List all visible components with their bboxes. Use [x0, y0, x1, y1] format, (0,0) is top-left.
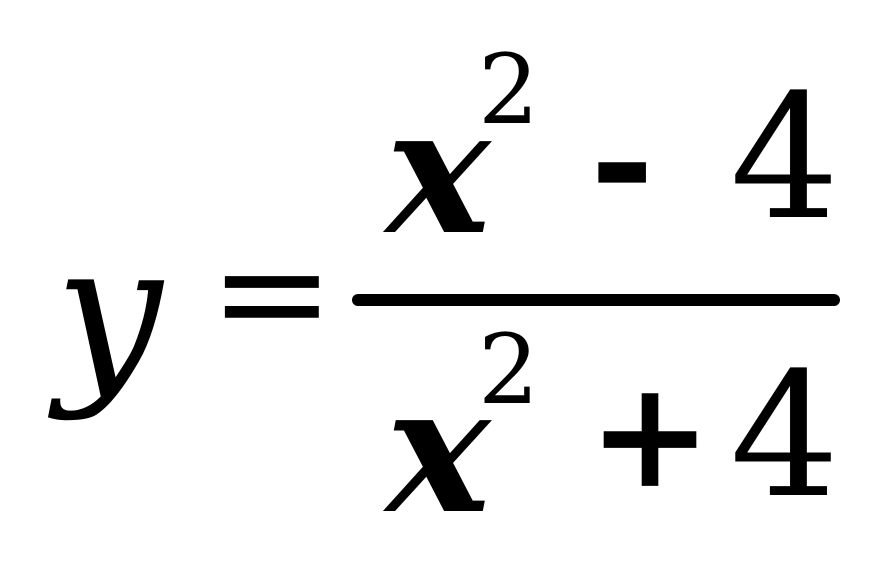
numerator-exponent: 2 [478, 34, 540, 146]
denominator-plus-operator: + [588, 347, 713, 521]
fraction-bar [352, 294, 840, 306]
denominator-exponent: 2 [478, 314, 540, 426]
denominator-constant: 4 [730, 335, 840, 536]
numerator-base-variable: x [386, 69, 491, 274]
equals-sign: = [209, 206, 335, 380]
numerator-minus-operator: - [590, 68, 655, 251]
numerator-constant: 4 [730, 57, 840, 258]
denominator-base-variable: x [386, 348, 491, 553]
formula-left-variable: y [55, 202, 163, 423]
